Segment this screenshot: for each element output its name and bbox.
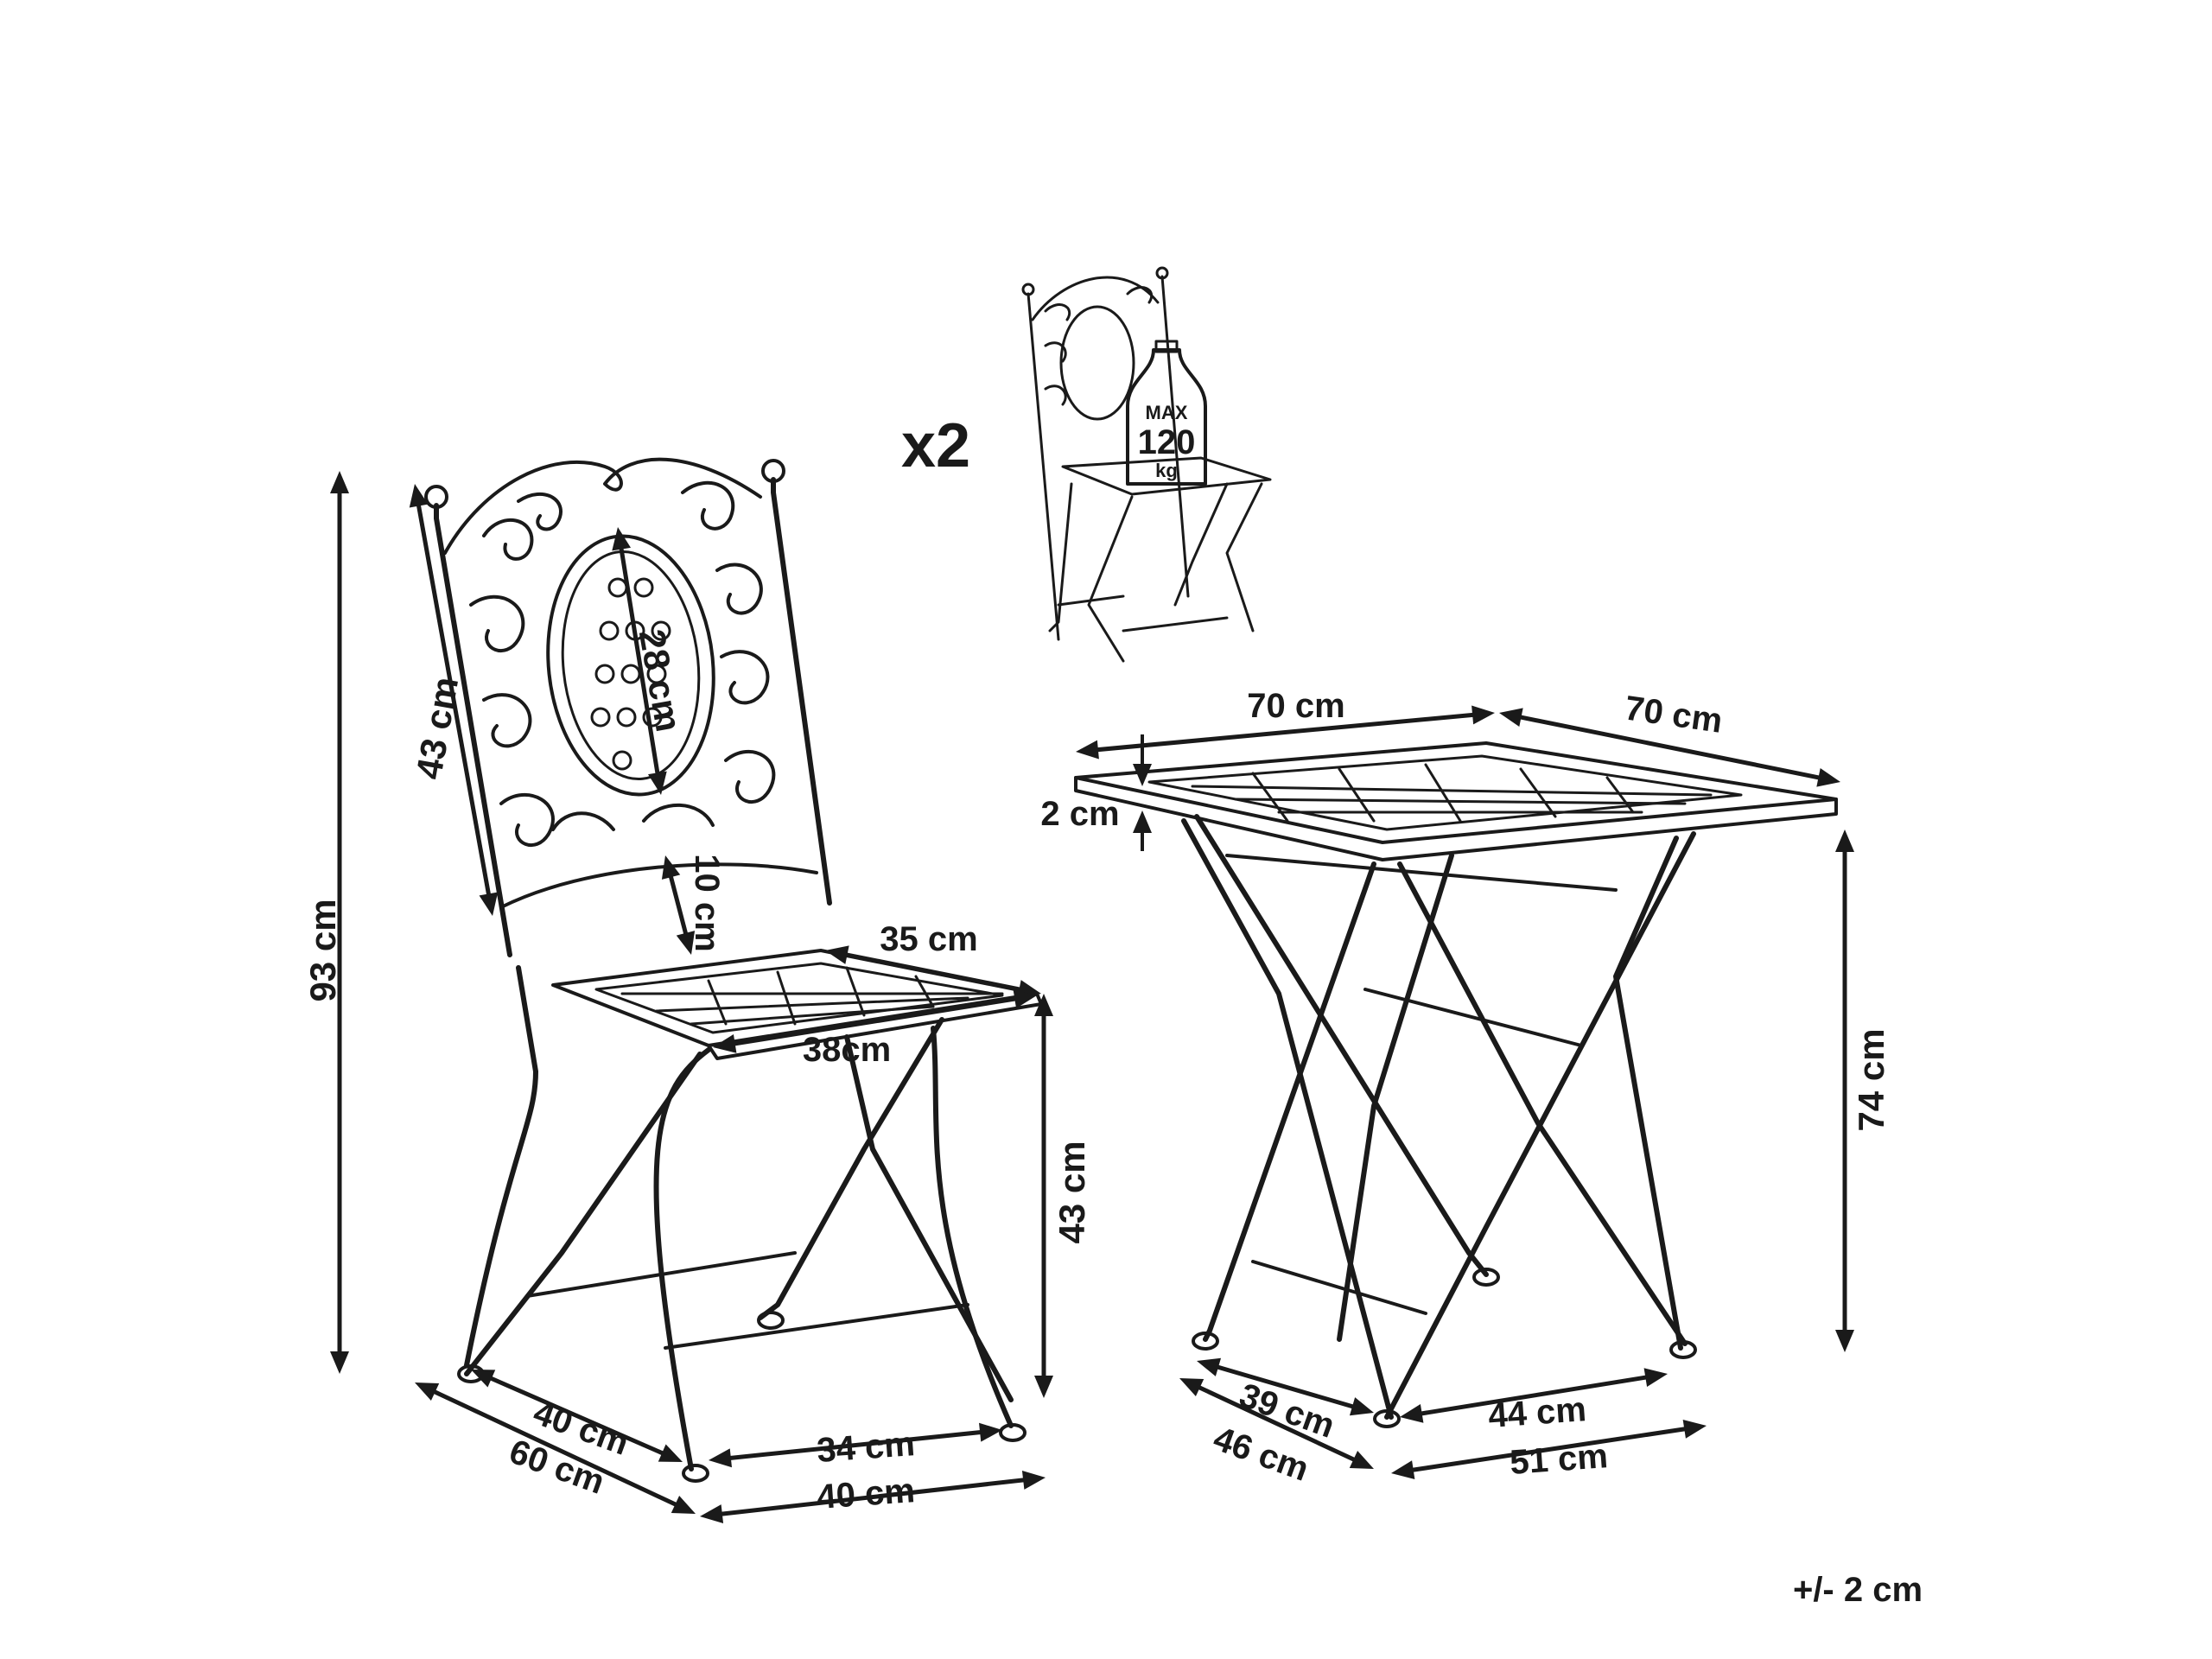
tolerance-label: +/- 2 cm — [1793, 1571, 1923, 1609]
max-load-badge: MAX 120 kg — [1126, 340, 1207, 486]
arrow-chair-backrest-oval — [612, 527, 667, 795]
table-leg-5 — [1337, 853, 1454, 1342]
table-top-width-label: 70 cm — [1247, 687, 1344, 725]
chair-backrest-oval-label: 28 cm — [632, 626, 690, 734]
arrow-chair-width-outer — [700, 1470, 1046, 1524]
chair-back-scrolls — [469, 480, 776, 848]
arrow-chair-back-to-seat — [661, 855, 696, 955]
table-foot-2 — [1373, 1409, 1401, 1428]
table-foot-4 — [1472, 1268, 1500, 1287]
chair-seat-height-label: 43 cm — [1052, 1141, 1092, 1243]
table-illustration — [1074, 741, 1838, 1428]
chair-foot-3 — [999, 1423, 1027, 1442]
set-count-label: x2 — [901, 411, 970, 480]
chair-seat-depth-label: 35 cm — [880, 920, 977, 958]
arrow-chair-seat-width — [713, 989, 1037, 1053]
table-leg-2 — [1194, 814, 1489, 1277]
max-load-line1: MAX — [1146, 402, 1188, 423]
table-stretcher-1 — [1225, 854, 1618, 892]
chair-back-oval-inner — [561, 550, 701, 781]
table-top-edge — [1074, 776, 1838, 861]
table-leg-4 — [1384, 831, 1696, 1420]
weight-icon — [1126, 348, 1207, 486]
chair-back-to-seat-label: 10 cm — [688, 854, 726, 951]
chair-oval-pattern — [590, 577, 671, 771]
arrow-table-feet-width-inner — [1400, 1368, 1668, 1423]
table-leg-3 — [1203, 861, 1376, 1342]
table-stretcher-2 — [1363, 988, 1583, 1047]
chair-leg-back — [931, 1026, 1014, 1428]
table-feet-width-outer-label: 51 cm — [1509, 1437, 1609, 1482]
arrow-chair-depth-folded — [415, 1382, 696, 1514]
table-foot-3 — [1669, 1340, 1697, 1359]
arrow-chair-width-inner — [709, 1422, 1002, 1468]
arrow-table-height — [1835, 830, 1854, 1352]
chair-width-outer-label: 40 cm — [816, 1471, 916, 1516]
table-top-thickness-label: 2 cm — [1040, 795, 1119, 833]
table-height-label: 74 cm — [1851, 1028, 1891, 1131]
arrow-table-feet-depth-inner — [1197, 1357, 1374, 1416]
arrow-table-feet-width-outer — [1391, 1419, 1707, 1480]
chair-back-lower-bar — [499, 862, 818, 909]
chair-stretcher-1 — [525, 1251, 797, 1298]
arrow-chair-depth-feet — [471, 1370, 683, 1462]
chair-leg-front-left — [464, 965, 538, 1368]
weight-icon-cap — [1154, 340, 1179, 353]
chair-seat-pattern — [620, 966, 1004, 1026]
arrow-table-top-thickness — [1133, 734, 1152, 851]
table-foot-1 — [1192, 1332, 1219, 1351]
table-top-pattern — [1191, 763, 1713, 823]
chair-finial-left — [424, 485, 448, 509]
chair-leg-rear-left — [464, 1052, 702, 1376]
max-load-line2: 120 — [1138, 423, 1196, 461]
chair-seat-width-label: 38cm — [803, 1031, 891, 1069]
chair-width-inner-label: 34 cm — [816, 1425, 916, 1470]
chair-stretcher-2 — [664, 1303, 969, 1350]
chair-leg-middle — [844, 1034, 1014, 1402]
table-feet-width-inner-label: 44 cm — [1487, 1390, 1587, 1435]
chair-illustration — [424, 457, 1043, 1483]
arrow-chair-height-total — [330, 471, 349, 1374]
chair-height-total-label: 93 cm — [302, 899, 343, 1001]
table-top-inner — [1147, 754, 1743, 831]
arrow-table-top-depth — [1499, 708, 1840, 787]
arrow-chair-seat-height — [1034, 994, 1053, 1398]
table-leg-7 — [1397, 861, 1688, 1346]
chair-crest — [443, 457, 762, 555]
arrow-table-feet-depth-outer — [1179, 1378, 1374, 1469]
arrow-chair-backrest-height — [409, 484, 499, 916]
chair-finial-right — [761, 459, 785, 483]
table-top-depth-label: 70 cm — [1623, 689, 1725, 740]
chair-seat-inner — [594, 962, 1004, 1034]
table-stretcher-3 — [1251, 1260, 1427, 1315]
arrow-table-top-width — [1076, 705, 1495, 760]
chair-back-post-right — [771, 477, 832, 906]
chair-backrest-height-label: 43 cm — [408, 674, 466, 782]
table-leg-6 — [1613, 836, 1683, 1351]
chair-leg-front-right — [653, 1047, 711, 1471]
table-leg-1 — [1181, 818, 1394, 1420]
chair-foot-4 — [757, 1311, 785, 1330]
small-chair-illustration — [1021, 266, 1272, 663]
chair-back-post-left — [434, 503, 512, 957]
max-load-line3: kg — [1155, 460, 1178, 481]
chair-foot-2 — [682, 1464, 709, 1483]
chair-seat-front — [707, 992, 1043, 1060]
dimension-arrows — [330, 471, 1854, 1524]
